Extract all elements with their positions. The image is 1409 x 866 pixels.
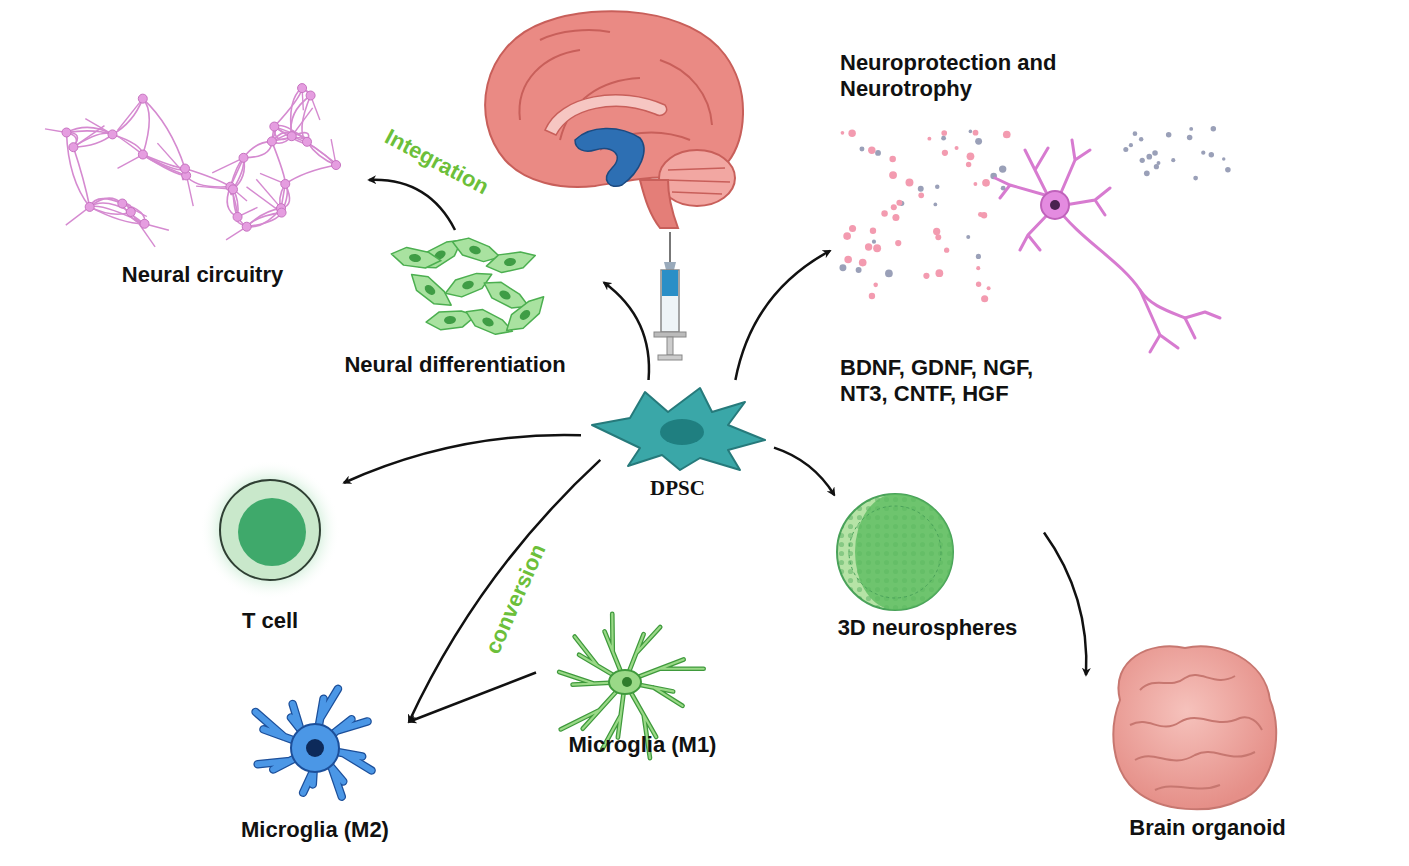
differentiation-node: Neural differentiation (306, 230, 604, 380)
t-cell-node: T cell (196, 455, 344, 640)
node-label: 3D neurospheres (811, 615, 1044, 641)
microglia-m1-node: Microglia (M1) (536, 635, 749, 760)
neural-cells-illustration (390, 233, 551, 341)
edge-label: Integration (381, 124, 494, 200)
edge-label: conversion (480, 540, 551, 658)
microglia-m2-illustration (256, 689, 372, 797)
t-cell-illustration (200, 460, 340, 600)
connector-arrow (409, 673, 536, 722)
connector-arrow (774, 448, 834, 495)
dpsc-node: DPSC (581, 380, 774, 503)
connector-arrow (344, 435, 581, 483)
syringe-illustration (654, 232, 686, 360)
node-label: Neural circuitry (36, 262, 369, 288)
node-body: BDNF, GDNF, NGF, NT3, CNTF, HGF (840, 355, 1085, 407)
node-label: DPSC (581, 475, 774, 501)
node-label: Neuroprotection and Neurotrophy (840, 50, 1110, 102)
brain-organoid-illustration (1113, 646, 1276, 809)
connector-arrow (604, 283, 649, 381)
neurotrophy-node: Neuroprotection and NeurotrophyBDNF, GDN… (830, 50, 1265, 415)
microglia-m2-node: Microglia (M2) (221, 700, 409, 845)
brain-illustration (485, 11, 743, 228)
neurotrophic-factors-illustration (839, 126, 1230, 302)
node-label: Microglia (M1) (536, 732, 749, 758)
node-label: Microglia (M2) (221, 817, 409, 843)
node-label: Brain organoid (1086, 815, 1329, 841)
node-label: T cell (196, 608, 344, 634)
dpsc-cell-illustration (592, 388, 765, 470)
node-label: Neural differentiation (306, 352, 604, 378)
connector-arrow (735, 251, 830, 380)
circuitry-node: Neural circuitry (36, 70, 369, 290)
neurosphere-illustration (837, 494, 953, 610)
connector-arrow (409, 460, 600, 722)
connector-arrow (1044, 533, 1086, 676)
neuron-illustration (995, 140, 1220, 352)
neurosphere-node: 3D neurospheres (811, 495, 1044, 645)
connector-arrow (369, 180, 455, 230)
organoid-node: Brain organoid (1086, 645, 1329, 845)
neural-network-illustration (45, 84, 341, 247)
